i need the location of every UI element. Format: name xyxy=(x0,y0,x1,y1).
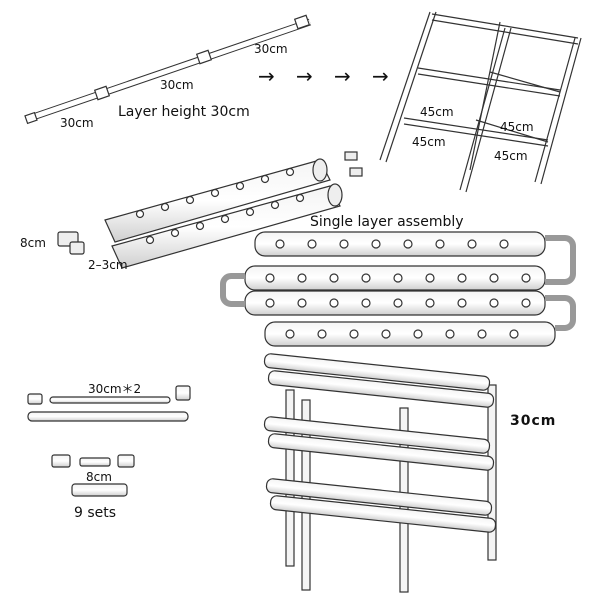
frame-label-c: 45cm xyxy=(412,135,446,149)
rail-length-3: 30cm xyxy=(60,116,94,130)
sets-count-label: 9 sets xyxy=(74,505,117,521)
arrow-1: → xyxy=(258,64,275,88)
rail-part-label: 30cm＊2 xyxy=(88,382,142,396)
frame-label-d: 45cm xyxy=(494,149,528,163)
top-rail-drawing xyxy=(24,14,312,125)
rail-length-2: 30cm xyxy=(160,78,194,92)
pipe-pair-drawing xyxy=(57,151,363,269)
rail-length-1: 30cm xyxy=(254,42,288,56)
tower-height-label: 30cm xyxy=(510,413,557,429)
frame-label-a: 45cm xyxy=(420,105,454,119)
gap-length-label: 2–3cm xyxy=(88,258,128,272)
layer-height-label: Layer height 30cm xyxy=(118,104,250,120)
connector-part-label: 8cm xyxy=(86,470,112,484)
process-arrows: → → → → xyxy=(258,64,389,88)
frame-label-b: 45cm xyxy=(500,120,534,134)
arrow-3: → xyxy=(334,64,351,88)
frame-drawing xyxy=(379,11,582,193)
parts-drawing xyxy=(27,385,191,497)
tower-drawing xyxy=(263,353,497,593)
elbow-length-label: 8cm xyxy=(20,236,46,250)
arrow-2: → xyxy=(296,64,313,88)
arrow-4: → xyxy=(372,64,389,88)
single-layer-title: Single layer assembly xyxy=(310,214,464,230)
single-layer-drawing xyxy=(220,231,576,347)
